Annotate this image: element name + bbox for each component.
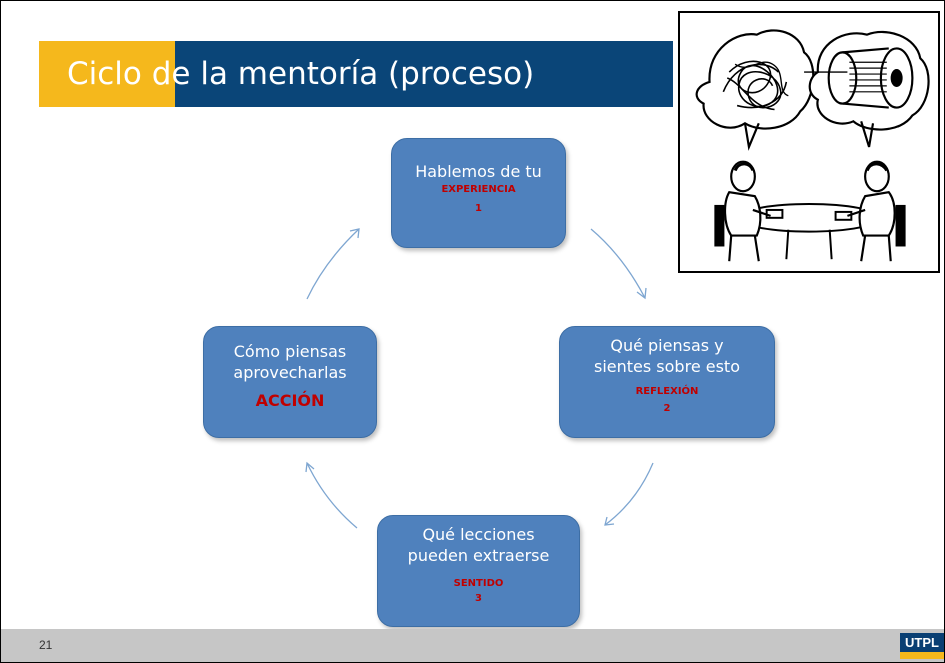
page-number: 21 <box>39 638 53 652</box>
step-1-label: EXPERIENCIA <box>441 184 516 195</box>
arrow-4-to-1 <box>306 228 360 300</box>
left-person <box>714 160 771 262</box>
cycle-step-accion: Cómo piensas aprovecharlas ACCIÓN <box>203 326 377 438</box>
arrow-2-to-3 <box>604 462 654 526</box>
title-bar: Ciclo de la mentoría (proceso) <box>39 41 673 107</box>
tangled-thought-bubble <box>695 29 815 151</box>
step-1-text: Hablemos de tu <box>415 162 542 181</box>
footer-bar: 21 UTPL <box>1 629 944 662</box>
cycle-step-sentido: Qué lecciones pueden extraerse SENTIDO 3 <box>377 515 580 627</box>
utpl-logo: UTPL <box>900 633 944 659</box>
meeting-table <box>737 203 881 260</box>
logo-strip <box>900 652 944 659</box>
step-4-text: Cómo piensas aprovecharlas <box>233 342 347 382</box>
step-3-text: Qué lecciones pueden extraerse <box>407 525 550 565</box>
arrow-1-to-2 <box>590 228 646 299</box>
arrow-3-to-4-head <box>305 461 315 473</box>
arrow-3-to-4 <box>306 462 358 529</box>
slide-title: Ciclo de la mentoría (proceso) <box>67 56 535 92</box>
cycle-step-reflexion: Qué piensas y sientes sobre esto REFLEXI… <box>559 326 775 438</box>
mentoring-illustration <box>678 11 940 273</box>
step-1-number: 1 <box>475 203 482 214</box>
step-3-number: 3 <box>475 593 482 604</box>
step-4-label: ACCIÓN <box>255 391 325 410</box>
right-person <box>847 160 906 262</box>
arrow-4-to-1-head <box>349 228 360 239</box>
arrow-1-to-2-head <box>636 287 647 300</box>
title-accent <box>39 41 175 107</box>
step-3-label: SENTIDO <box>453 578 504 589</box>
arrow-2-to-3-head <box>604 516 615 526</box>
logo-text: UTPL <box>905 635 939 650</box>
spool-thought-bubble <box>804 30 930 148</box>
cycle-step-experiencia: Hablemos de tu EXPERIENCIA 1 <box>391 138 566 248</box>
step-2-label: REFLEXIÓN <box>635 386 699 397</box>
step-2-text: Qué piensas y sientes sobre esto <box>594 336 740 376</box>
step-2-number: 2 <box>663 403 671 414</box>
